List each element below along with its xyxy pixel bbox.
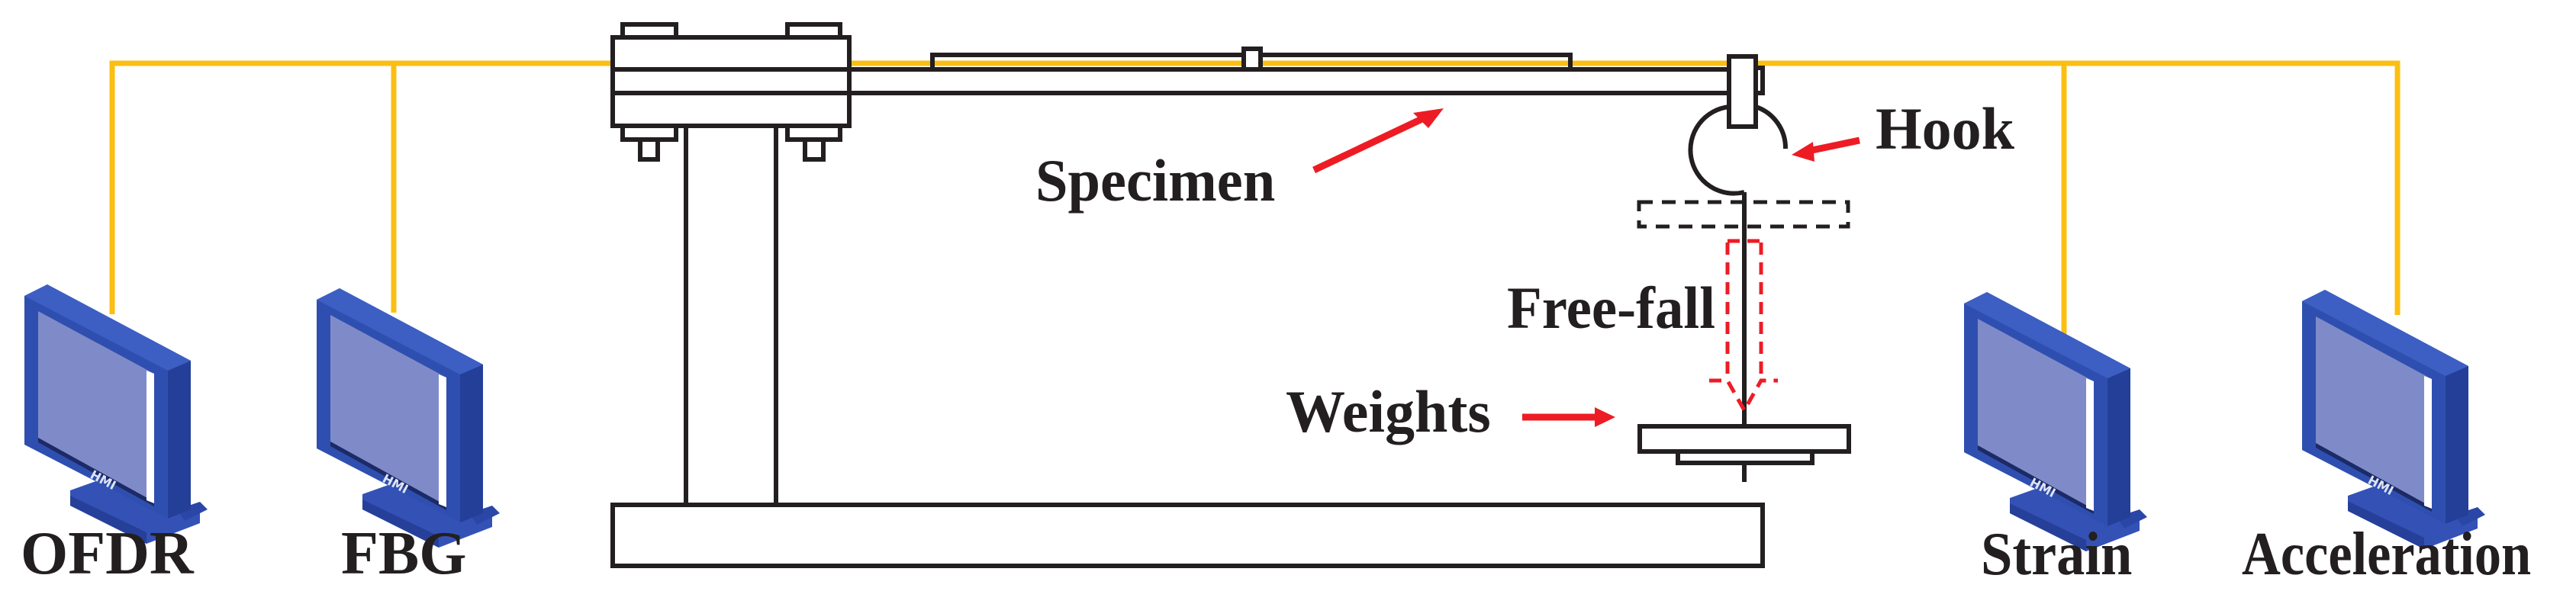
hook-arrow-icon [1792, 137, 1860, 162]
weights-initial-position [1637, 200, 1850, 229]
monitor-label-acceleration: Acceleration [2242, 521, 2532, 588]
specimen-label: Specimen [1035, 147, 1276, 214]
clamp-block [610, 35, 852, 128]
weights-arrow-icon [1522, 407, 1615, 427]
test-rig [610, 22, 1851, 568]
monitor-label-strain: Strain [1981, 521, 2133, 588]
monitor-label-ofdr: OFDR [21, 520, 194, 587]
monitor-label-fbg: FBG [341, 520, 467, 587]
specimen-arrow-icon [1312, 108, 1444, 174]
hook-shape [1688, 104, 1745, 196]
monitor-icon-fbg [317, 288, 500, 548]
monitor-icon-acceleration [2302, 290, 2485, 549]
end-clip [1727, 54, 1758, 129]
weights-label: Weights [1286, 378, 1491, 445]
free-fall-arrow [1709, 239, 1778, 415]
base-plate [610, 503, 1765, 568]
free-fall-label: Free-fall [1507, 275, 1716, 341]
weights-plate [1637, 424, 1851, 454]
hook-label: Hook [1876, 95, 2015, 162]
pointer-arrows [1312, 108, 1860, 427]
monitor-icon-strain [1964, 292, 2147, 551]
monitor-icon-ofdr [24, 284, 208, 544]
